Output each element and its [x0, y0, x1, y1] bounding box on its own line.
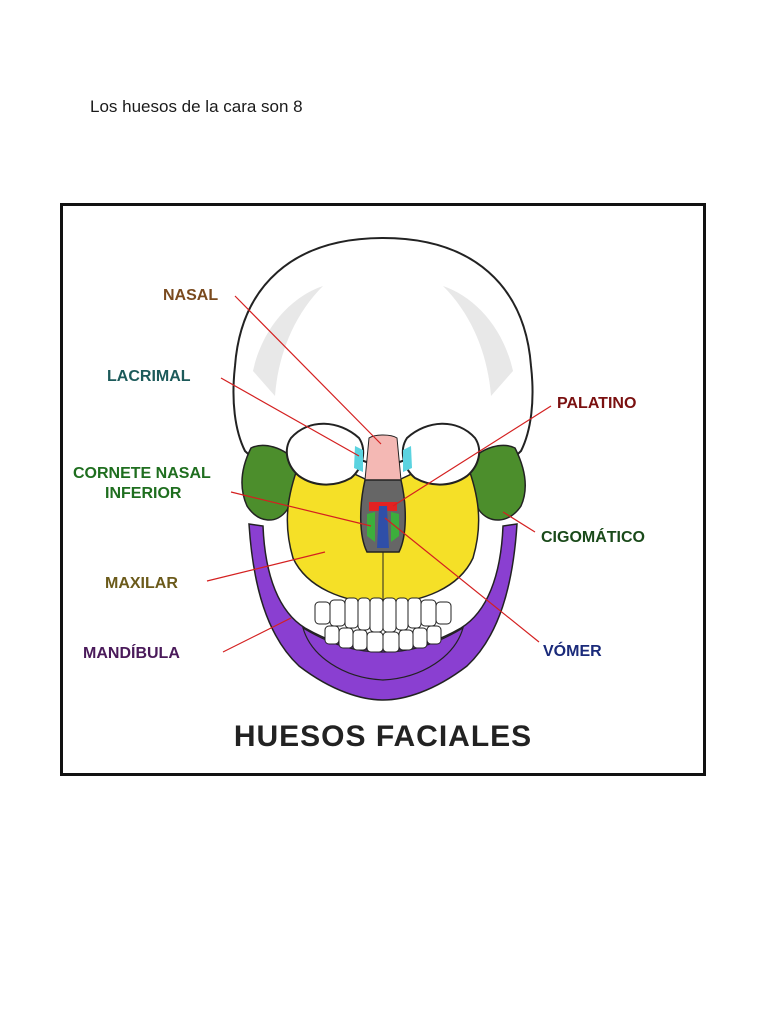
eye-socket-right — [401, 422, 481, 486]
label-cigomatico: CIGOMÁTICO — [541, 527, 645, 546]
leader-cigomatico — [502, 511, 536, 533]
figure-title: HUESOS FACIALES — [234, 720, 532, 753]
vomer-bone — [377, 506, 389, 548]
label-mandibula: MANDÍBULA — [83, 643, 180, 662]
lacrimal-left — [354, 446, 363, 472]
facial-bones-figure: NASAL LACRIMAL CORNETE NASAL INFERIOR MA… — [60, 203, 706, 776]
eye-socket-left — [285, 422, 365, 486]
leader-cornete — [230, 491, 372, 527]
leader-vomer — [384, 517, 540, 643]
label-palatino: PALATINO — [557, 395, 636, 412]
zygomatic-right — [465, 444, 527, 521]
inferior-concha-right — [391, 512, 399, 542]
cranium-shade-right — [443, 286, 513, 396]
nasal-bone — [364, 434, 402, 481]
zygomatic-left — [241, 444, 301, 521]
teeth — [314, 597, 452, 653]
inferior-concha-left — [367, 512, 375, 542]
cranium-shade — [253, 286, 323, 396]
skull-diagram: NASAL LACRIMAL CORNETE NASAL INFERIOR MA… — [73, 236, 645, 753]
label-maxilar: MAXILAR — [105, 575, 178, 592]
leader-lines — [206, 295, 552, 653]
leader-mandibula — [222, 617, 292, 653]
leader-nasal — [234, 295, 382, 445]
leader-palatino — [392, 405, 552, 507]
label-nasal: NASAL — [163, 287, 218, 304]
label-cornete-line1: CORNETE NASAL — [73, 465, 211, 482]
label-cornete-line2: INFERIOR — [105, 485, 182, 502]
mandible-chin — [302, 626, 464, 681]
label-vomer: VÓMER — [543, 641, 602, 660]
intro-text: Los huesos de la cara son 8 — [90, 97, 303, 116]
leader-lacrimal — [220, 377, 360, 457]
lacrimal-right — [403, 446, 412, 472]
label-lacrimal: LACRIMAL — [107, 368, 191, 385]
leader-maxilar — [206, 551, 326, 582]
